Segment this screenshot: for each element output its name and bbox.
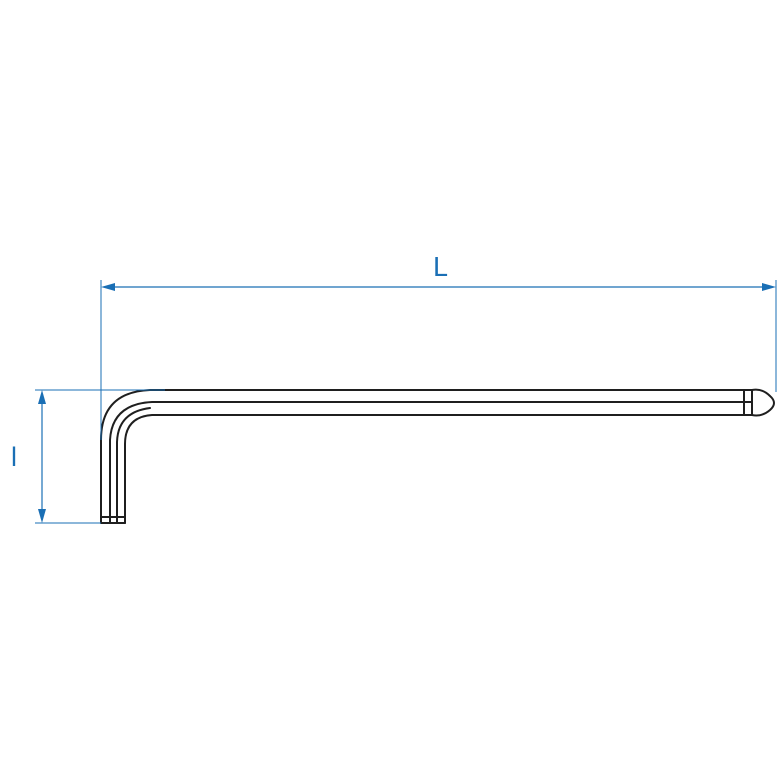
dimension-short-length: l <box>10 389 165 524</box>
dimension-long-length: L <box>100 253 777 440</box>
arrowhead-bottom <box>38 509 46 523</box>
hex-key-edge-inner-bend <box>116 407 151 524</box>
hex-key-outer-contour <box>100 388 775 524</box>
arrowhead-left <box>101 283 115 291</box>
arrowhead-right <box>762 283 776 291</box>
long-arm-label: L <box>433 253 448 283</box>
arrowhead-top <box>38 390 46 404</box>
hex-key-edge-upper <box>109 401 753 524</box>
hex-key <box>100 388 775 524</box>
short-arm-label: l <box>10 443 17 473</box>
